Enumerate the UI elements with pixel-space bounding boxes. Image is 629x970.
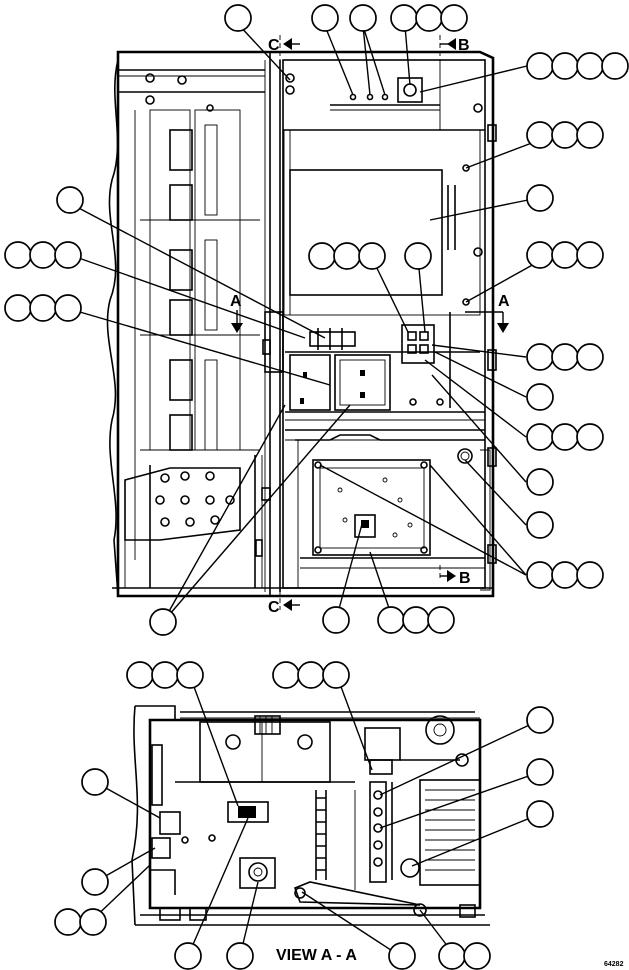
callout-bubble (526, 52, 554, 80)
section-c-bottom-label: C (268, 599, 280, 616)
callout-bubble (322, 661, 350, 689)
callout-bubble (29, 241, 57, 269)
section-marker-a-left: A (230, 293, 243, 333)
callout-bubble (427, 606, 455, 634)
callout-bubble (526, 383, 554, 411)
callout-bubble (526, 561, 554, 589)
section-b-top-label: B (458, 37, 470, 54)
callout-bubble (526, 184, 554, 212)
section-c-top-label: C (268, 37, 280, 54)
callout-bubble (576, 423, 604, 451)
callout-bubble (576, 121, 604, 149)
callout-bubble (311, 4, 339, 32)
callout-bubble (601, 52, 629, 80)
callout-bubble (308, 242, 336, 270)
section-marker-b-bottom: B (440, 570, 471, 587)
callout-bubble (551, 561, 579, 589)
callout-bubbles (4, 4, 629, 970)
section-marker-a-right: A (465, 293, 510, 333)
callout-bubble (81, 868, 109, 896)
callout-bubble (54, 908, 82, 936)
upper-leader-lines (72, 23, 546, 623)
view-label: VIEW A - A (276, 947, 357, 964)
callout-bubble (526, 343, 554, 371)
view-a-a (131, 705, 490, 926)
callout-bubble (226, 942, 254, 970)
callout-bubble (29, 294, 57, 322)
callout-bubble (4, 294, 32, 322)
callout-bubble (415, 4, 443, 32)
callout-bubble (576, 241, 604, 269)
callout-bubble (526, 241, 554, 269)
callout-bubble (526, 706, 554, 734)
callout-bubble (224, 4, 252, 32)
callout-bubble (551, 423, 579, 451)
callout-bubble (463, 942, 491, 970)
callout-bubble (404, 242, 432, 270)
section-marker-c-bottom: C (268, 599, 300, 616)
section-a-left-label: A (230, 293, 242, 310)
callout-bubble (576, 343, 604, 371)
callout-bubble (526, 511, 554, 539)
callout-bubble (297, 661, 325, 689)
callout-bubble (149, 608, 177, 636)
callout-bubble (81, 768, 109, 796)
callout-bubble (576, 52, 604, 80)
callout-bubble (56, 186, 84, 214)
callout-bubble (176, 661, 204, 689)
callout-bubble (551, 343, 579, 371)
callout-bubble (438, 942, 466, 970)
callout-bubble (349, 4, 377, 32)
callout-bubble (174, 942, 202, 970)
callout-bubble (54, 294, 82, 322)
callout-bubble (377, 606, 405, 634)
callout-bubble (54, 241, 82, 269)
callout-bubble (322, 606, 350, 634)
section-a-right-label: A (498, 293, 510, 310)
section-b-bottom-label: B (459, 570, 471, 587)
callout-bubble (551, 241, 579, 269)
callout-bubble (551, 52, 579, 80)
section-marker-c-top: C (268, 37, 300, 54)
cabinet-upper-view (106, 35, 497, 610)
figure-code: 64282 (604, 961, 624, 968)
callout-bubble (526, 758, 554, 786)
callout-bubble (576, 561, 604, 589)
callout-bubble (333, 242, 361, 270)
callout-bubble (526, 423, 554, 451)
callout-bubble (151, 661, 179, 689)
callout-bubble (272, 661, 300, 689)
callout-bubble (126, 661, 154, 689)
callout-bubble (79, 908, 107, 936)
callout-bubble (526, 468, 554, 496)
callout-bubble (390, 4, 418, 32)
callout-bubble (4, 241, 32, 269)
callout-bubble (526, 800, 554, 828)
callout-bubble (440, 4, 468, 32)
callout-bubble (551, 121, 579, 149)
callout-bubble (388, 942, 416, 970)
callout-bubble (526, 121, 554, 149)
section-marker-b-top: B (440, 37, 470, 54)
callout-bubble (358, 242, 386, 270)
callout-bubble (402, 606, 430, 634)
